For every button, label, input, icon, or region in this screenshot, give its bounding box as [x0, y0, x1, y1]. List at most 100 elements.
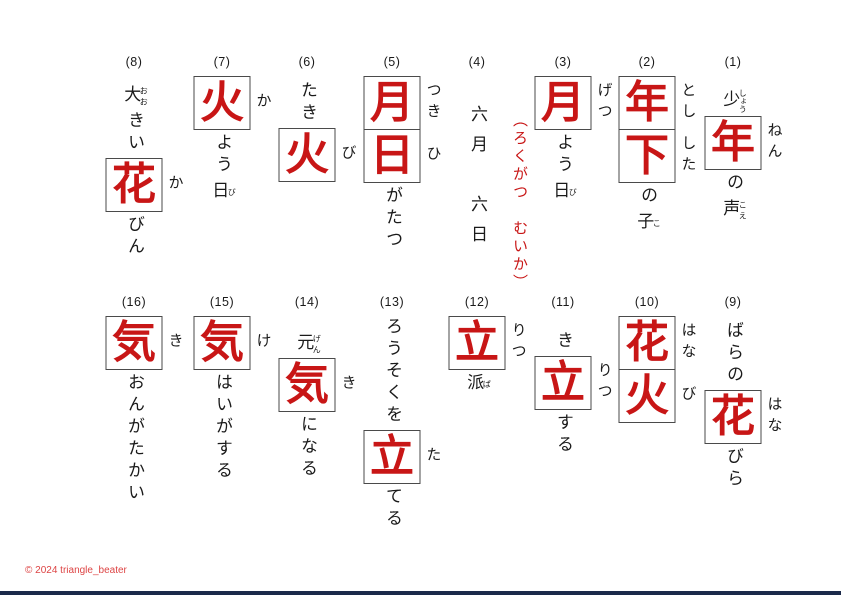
question-column: 年とし下したの子こ — [618, 75, 696, 236]
answer-kanji: 立 — [370, 432, 414, 481]
question-item-6: (6)たき火び — [278, 55, 356, 183]
reading-kana: りつ — [595, 362, 612, 404]
question-column: 月げつよう日び — [534, 75, 612, 205]
reading-kana: び — [679, 385, 696, 407]
kanji-with-furigana: 日び — [550, 181, 578, 203]
answer-kanji: 花 — [625, 318, 669, 367]
question-number: (12) — [464, 295, 490, 309]
question-number: (10) — [634, 295, 660, 309]
kana-text: ばらの — [724, 321, 743, 387]
question-column: 花はな火び — [618, 315, 696, 424]
question-number: (11) — [551, 295, 575, 309]
question-column: 気けはいがする — [193, 315, 271, 485]
question-number: (1) — [724, 55, 742, 69]
question-item-2: (2)年とし下したの子こ — [618, 55, 696, 236]
reading-kana: き — [339, 374, 356, 396]
question-number: (8) — [125, 55, 143, 69]
answer-box: 月つき — [363, 76, 441, 130]
question-item-5: (5)月つき日ひがたつ — [363, 55, 441, 254]
reading-kana: け — [254, 332, 271, 354]
answer-box: 花か — [105, 158, 183, 212]
answer-kanji: 火 — [200, 78, 244, 127]
answer-kanji: 月 — [370, 78, 414, 127]
answer-box: 年とし — [618, 76, 696, 130]
answer-box: 気け — [193, 316, 271, 370]
question-number: (13) — [379, 295, 405, 309]
answer-kanji: 火 — [285, 130, 329, 179]
answer-kanji: 火 — [625, 371, 669, 421]
answer-box: 火か — [193, 76, 271, 130]
question-column: 少しょう年ねんの声こえ — [704, 75, 782, 223]
reading-kana: はな — [679, 322, 696, 364]
reading-kana: はな — [765, 396, 782, 438]
kana-text: きい — [125, 111, 144, 155]
question-column: 大おおきい花かびん — [105, 75, 183, 261]
answer-kanji: 気 — [112, 318, 156, 367]
question-number: (7) — [213, 55, 231, 69]
answer-kanji: 立 — [541, 358, 585, 407]
question-column: 気きおんがたかい — [105, 315, 183, 507]
answer-kanji: 年 — [625, 78, 669, 127]
question-item-7: (7) 火かよう日び — [193, 55, 271, 205]
question-item-9: (9)ばらの花はなびら — [704, 295, 782, 493]
answer-box: 花はな — [704, 390, 782, 444]
question-number: (15) — [209, 295, 235, 309]
question-column: 元げん気きになる — [278, 315, 356, 483]
answer-kanji: 立 — [455, 318, 499, 367]
reading-kana: か — [166, 174, 183, 196]
question-item-14: (14)元げん気きになる — [278, 295, 356, 483]
answer-kanji: 年 — [711, 118, 755, 167]
question-number: (2) — [638, 55, 656, 69]
kanji-with-furigana: 日び — [209, 181, 237, 203]
reading-kana: げつ — [595, 82, 612, 124]
kana-text: の — [638, 186, 657, 209]
question-item-13: (13)ろうそくを立たてる — [363, 295, 441, 533]
kana-text: ろうそくを — [383, 317, 402, 427]
question-item-8: (8)大おおきい花かびん — [105, 55, 183, 261]
reading-kana: ねん — [765, 122, 782, 164]
reading-kana: び — [339, 144, 356, 166]
kana-text: よう — [213, 133, 232, 177]
question-item-3: (3)月げつよう日び — [534, 55, 612, 205]
kana-text: になる — [298, 415, 317, 481]
question-column: き立りつする — [534, 315, 612, 459]
kana-text: よう — [554, 133, 573, 177]
reading-kana: ひ — [424, 145, 441, 167]
kanji-with-furigana: 元げん — [294, 333, 322, 355]
reading-kana: りつ — [509, 322, 526, 364]
question-item-4: (4)六月 六日（ろくがつ むいか） — [467, 55, 527, 292]
reading-kana: き — [166, 332, 183, 354]
question-column: ろうそくを立たてる — [363, 315, 441, 533]
kanji-with-furigana: 派ぱ — [464, 373, 492, 395]
answer-kanji: 花 — [112, 160, 156, 209]
answer-kanji: 下 — [625, 131, 669, 181]
answer-box: 火び — [618, 369, 696, 424]
answer-box: 立りつ — [534, 356, 612, 410]
kana-text: おんがたかい — [125, 373, 144, 505]
kanji-with-furigana: 声こえ — [720, 199, 748, 221]
reading-kana: つき — [424, 82, 441, 124]
answer-kanji: 気 — [200, 318, 244, 367]
reading-kana: か — [254, 92, 271, 114]
copyright-text: © 2024 triangle_beater — [25, 565, 127, 576]
kana-text: 六月 六日 — [468, 105, 487, 255]
answer-reading-red: （ろくがつ むいか） — [511, 112, 527, 292]
question-item-10: (10)花はな火び — [618, 295, 696, 424]
kanji-with-furigana: 大おお — [121, 85, 149, 107]
answer-box: 立た — [363, 430, 441, 484]
question-column: たき火び — [278, 75, 356, 183]
answer-box: 年ねん — [704, 116, 782, 170]
answer-kanji: 花 — [711, 392, 755, 441]
kana-text: びん — [125, 215, 144, 259]
kana-text: の — [724, 173, 743, 195]
kana-text: たき — [298, 81, 317, 125]
reading-kana: とし — [679, 82, 696, 124]
answer-box: 火び — [278, 128, 356, 182]
answer-kanji: 月 — [541, 78, 585, 127]
answer-box: 下した — [618, 129, 696, 184]
question-item-12: (12) 立りつ派ぱ — [448, 295, 526, 397]
kana-text: がたつ — [383, 186, 402, 253]
question-item-1: (1)少しょう年ねんの声こえ — [704, 55, 782, 223]
answer-box: 気き — [278, 358, 356, 412]
